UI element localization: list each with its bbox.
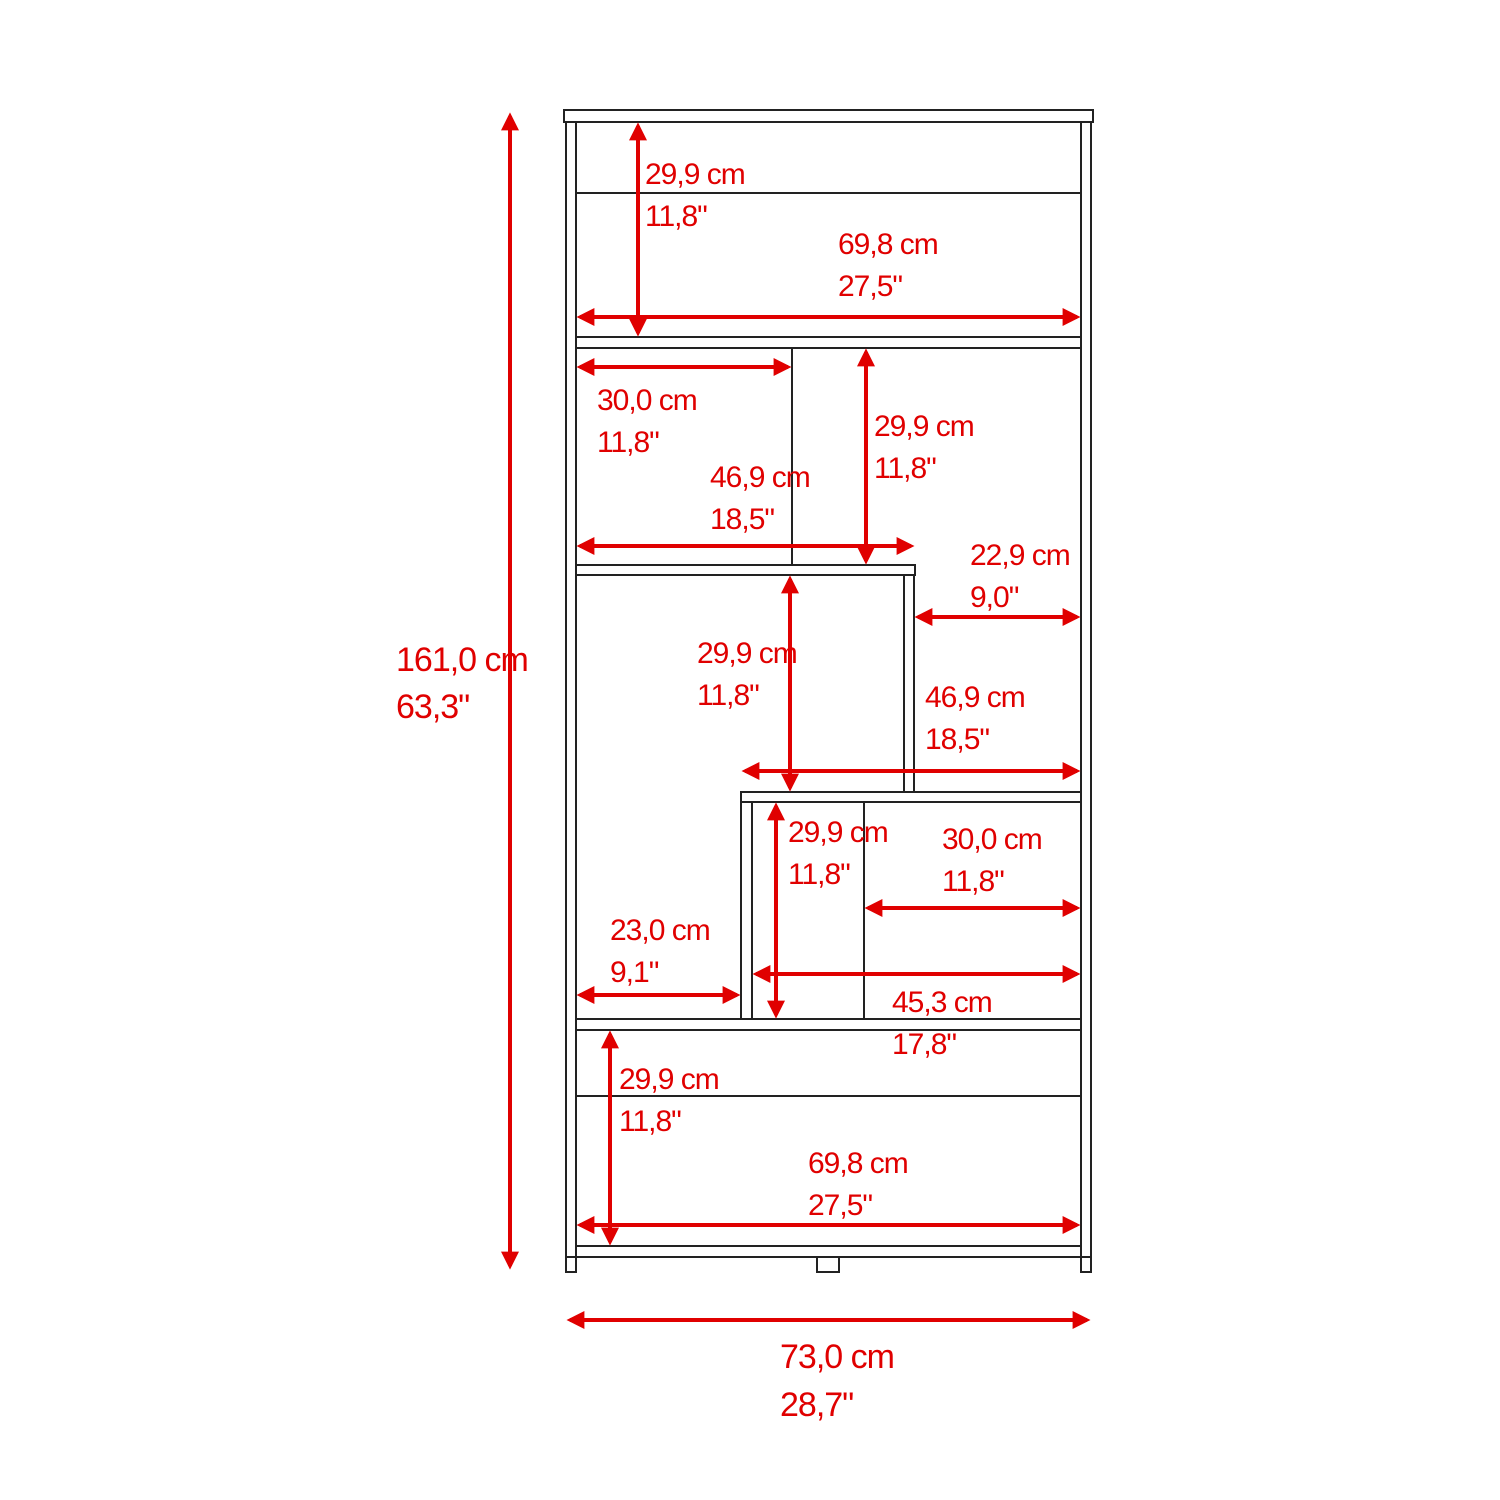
shelf-2 (575, 564, 916, 576)
upper-step-width-cm: 46,9 cm (710, 461, 810, 494)
dimension-labels: 161,0 cm 63,3" 73,0 cm 28,7" 29,9 cm 11,… (396, 158, 1071, 1424)
upper-left-width-cm: 30,0 cm (597, 384, 697, 417)
lower-left-width-in: 9,1" (610, 956, 659, 989)
base-panel (575, 1245, 1082, 1258)
lower-right-width-in: 11,8" (942, 865, 1004, 898)
bottom-shelf-height-in: 11,8" (619, 1105, 681, 1138)
shelf-4 (575, 1018, 1082, 1031)
center-foot (816, 1256, 840, 1273)
left-foot (565, 1256, 577, 1273)
right-column-width-cm: 22,9 cm (970, 539, 1070, 572)
bottom-shelf-width-in: 27,5" (808, 1189, 872, 1222)
right-foot (1080, 1256, 1092, 1273)
bottom-shelf-height-cm: 29,9 cm (619, 1063, 719, 1096)
top-shelf-height-in: 11,8" (645, 200, 707, 233)
lower-step-width-in: 17,8" (892, 1028, 956, 1061)
upper-step-width-in: 18,5" (710, 503, 774, 536)
right-column-width-in: 9,0" (970, 581, 1019, 614)
middle-height-cm: 29,9 cm (697, 637, 797, 670)
middle-height-in: 11,8" (697, 679, 759, 712)
lower-right-width-cm: 30,0 cm (942, 823, 1042, 856)
top-shelf-width-cm: 69,8 cm (838, 228, 938, 261)
total-width-in: 28,7" (780, 1386, 853, 1424)
dimension-arrows (501, 112, 1091, 1329)
top-shelf-height-cm: 29,9 cm (645, 158, 745, 191)
upper-height-cm: 29,9 cm (874, 410, 974, 443)
shelf-3 (740, 791, 1082, 803)
upper-height-in: 11,8" (874, 452, 936, 485)
bottom-shelf-width-cm: 69,8 cm (808, 1147, 908, 1180)
lower-height-cm: 29,9 cm (788, 816, 888, 849)
bookcase-outline (563, 109, 1094, 1273)
shelf-1 (575, 336, 1082, 349)
top-panel (563, 109, 1094, 123)
lower-left-width-cm: 23,0 cm (610, 914, 710, 947)
lower-step-width-cm: 45,3 cm (892, 986, 992, 1019)
lower-height-in: 11,8" (788, 858, 850, 891)
total-width-cm: 73,0 cm (780, 1338, 894, 1376)
middle-step-width-cm: 46,9 cm (925, 681, 1025, 714)
total-height-in: 63,3" (396, 688, 469, 726)
total-height-cm: 161,0 cm (396, 641, 528, 679)
top-shelf-width-in: 27,5" (838, 270, 902, 303)
upper-left-width-in: 11,8" (597, 426, 659, 459)
middle-step-width-in: 18,5" (925, 723, 989, 756)
